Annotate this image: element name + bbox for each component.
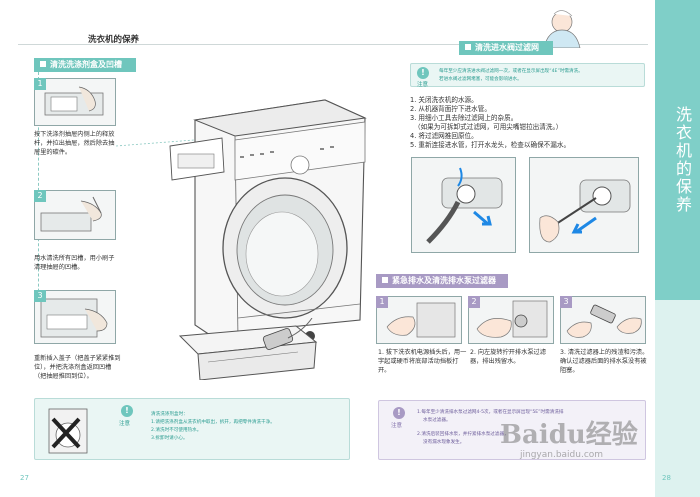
section-title: 紧急排水及清洗排水泵过滤器: [392, 276, 496, 285]
note-line-2: 水泵过滤器。: [423, 418, 451, 423]
header-divider: [18, 44, 648, 45]
drain-note: ! 注意 1.每年至少清洗排水泵过滤网4-5次，或者在显示屏出现“5E”时需清洗…: [378, 400, 646, 460]
info-icon: !: [417, 67, 429, 79]
section-header-inlet: 清洗进水阀过滤网: [459, 41, 553, 55]
step-1-number: 1: [34, 78, 46, 90]
drain-step-1-text: 1. 拔下洗衣机电源插头后，用一字起或硬币将底部活动挡板打开。: [378, 349, 467, 374]
square-icon: [465, 44, 471, 50]
square-icon: [382, 277, 388, 283]
pump-cover-illustration: [178, 317, 328, 381]
note-line-2: 若进水阀过滤网堵塞，可能会影响进水。: [439, 77, 522, 82]
hose-disconnect-illustration: [412, 158, 515, 252]
step-1-caption: 按下洗涤剂抽屉内侧上的释放杆，并拉出抽屉，然后除去抽屉里的碳件。: [34, 131, 115, 156]
inlet-step-4: 4. 将过滤网推回原位。: [410, 132, 478, 140]
side-tab-label: 洗衣机的保养: [673, 106, 692, 214]
inlet-step-3-note: （如果为可拆卸式过滤网，可用尖嘴钳拉出清洗。）: [414, 123, 563, 131]
note-line-4: 没有漏水现象发生。: [423, 440, 465, 445]
info-icon: !: [393, 407, 405, 419]
inlet-step-2: 2. 从机器背面拧下进水管。: [410, 105, 491, 113]
filter-clean-illustration: [530, 158, 638, 252]
step-3-image: [34, 290, 116, 344]
section-title: 清洗洗涤剂盒及凹槽: [50, 60, 122, 69]
washing-machine-illustration: [160, 90, 375, 380]
drain-step-2-number: 2: [468, 296, 480, 308]
note-line-4: 3.拆卸时请小心。: [151, 436, 188, 441]
info-icon: !: [121, 405, 133, 417]
watermark-url: jingyan.baidu.com: [520, 450, 604, 460]
drawer-release-illustration: [44, 86, 104, 116]
drain-step-1-number: 1: [376, 296, 388, 308]
note-line-3: 2.清洗时不可使用热水。: [151, 428, 202, 433]
drain-step-3-num-inline: 3: [560, 349, 564, 356]
inlet-note: ! 注意 每年至少应清洗进水阀过滤网一次，或者在显示屏出现“4E”时需清洗。 若…: [410, 63, 645, 88]
step-3-number: 3: [34, 290, 46, 302]
detergent-note: ! 注意 清洗洗涤剂盒时： 1.请把洗涤剂盒从洗衣机中取出，拆开，再把零件清洗干…: [34, 398, 350, 460]
inlet-image-2: [529, 157, 639, 253]
note-label: 注意: [119, 421, 131, 427]
inlet-image-1: [411, 157, 516, 253]
note-line-1: 每年至少应清洗进水阀过滤网一次，或者在显示屏出现“4E”时需清洗。: [439, 69, 583, 74]
note-line-1: 清洗洗涤剂盒时：: [151, 412, 188, 417]
drain-step-3-number: 3: [560, 296, 572, 308]
step-3-caption: 重新插入盖子（把盖子紧紧推到位），并把洗涤剂盒返回凹槽（把抽屉推回到位）。: [34, 355, 121, 380]
reinsert-drawer-illustration: [40, 298, 108, 338]
note-line-2: 1.请把洗涤剂盒从洗衣机中取出，拆开，再把零件清洗干净。: [151, 420, 275, 425]
inlet-step-5: 5. 重新连接进水管，打开水龙头，检查以确保不漏水。: [410, 141, 571, 149]
step-2-image: [34, 190, 116, 240]
page-number-left: 27: [20, 474, 29, 482]
inlet-steps: 1. 关闭洗衣机的水源。 2. 从机器背面拧下进水管。 3. 用细小工具去除过滤…: [410, 96, 650, 150]
section-header-detergent: 清洗洗涤剂盒及凹槽: [34, 58, 136, 72]
unscrew-filter-illustration: [469, 297, 553, 343]
page-title: 洗衣机的保养: [88, 35, 140, 45]
side-band-lower: [655, 300, 700, 497]
drain-step-1-caption: 拔下洗衣机电源插头后，用一字起或硬币将底部活动挡板打开。: [378, 349, 467, 374]
drain-step-3-caption: 清洗过滤器上的残渣和污渍。确认过滤器后面的排水泵没有被阻塞。: [560, 349, 649, 374]
drain-step-2-caption: 向左旋转拧开排水泵过滤器，排出残留水。: [470, 349, 546, 365]
person-illustration: [530, 6, 590, 49]
inlet-step-1: 1. 关闭洗衣机的水源。: [410, 96, 478, 104]
no-washer-illustration: [43, 403, 93, 457]
step-1-image: [34, 78, 116, 126]
note-label: 注意: [417, 82, 429, 88]
drain-step-2-num-inline: 2: [470, 349, 474, 356]
square-icon: [40, 61, 46, 67]
drain-image-1: [376, 296, 462, 344]
note-line-1: 1.每年至少清洗排水泵过滤网4-5次，或者在显示屏出现“5E”时需清洗排: [417, 410, 564, 415]
drain-step-2-text: 2. 向左旋转拧开排水泵过滤器，排出残留水。: [470, 349, 546, 365]
clean-filter-illustration: [561, 297, 645, 343]
step-2-number: 2: [34, 190, 46, 202]
section-header-drain: 紧急排水及清洗排水泵过滤器: [376, 274, 508, 288]
page-number-right: 28: [662, 474, 671, 482]
leader-line: [116, 139, 195, 147]
watermark-logo: Baidu经验: [500, 420, 638, 450]
step-2-caption: 用水清洗所有凹槽，用小刷子清理抽屉的凹槽。: [34, 255, 115, 271]
washing-drawer-illustration: [40, 196, 102, 232]
drain-step-3-text: 3. 清洗过滤器上的残渣和污渍。确认过滤器后面的排水泵没有被阻塞。: [560, 349, 649, 374]
drain-step-1-num-inline: 1: [378, 349, 382, 356]
open-cover-illustration: [377, 297, 461, 343]
drain-image-2: [468, 296, 554, 344]
note-label: 注意: [391, 423, 403, 429]
section-title: 清洗进水阀过滤网: [475, 43, 539, 52]
drain-image-3: [560, 296, 646, 344]
inlet-step-3: 3. 用细小工具去除过滤网上的杂质。: [410, 114, 518, 122]
note-line-3: 2.清洗后装回排水泵，并拧紧排水泵过滤器，: [417, 432, 509, 437]
